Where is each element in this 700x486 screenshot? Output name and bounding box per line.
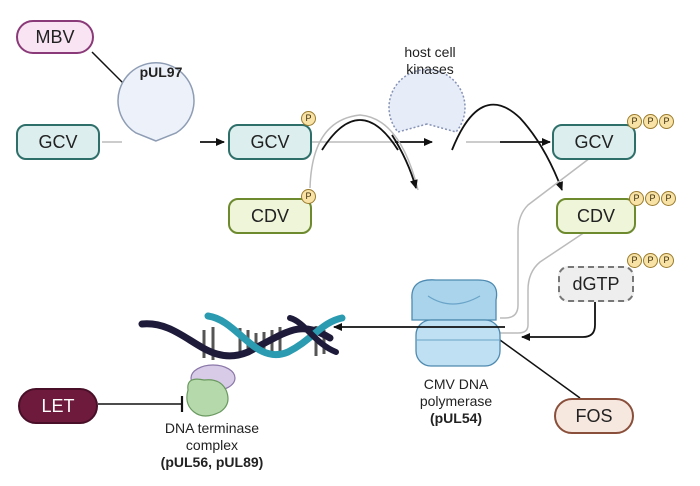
host-kinases-label: host cell kinases <box>380 44 480 78</box>
polymerase-line1: CMV DNA <box>423 376 489 392</box>
host-kinases-line2: kinases <box>406 61 454 77</box>
cdv-tri-phosphate-badge-2: P <box>645 191 660 206</box>
gcv-tri-label: GCV <box>574 131 614 152</box>
arrow-dgtp-to-polymerase <box>521 302 596 341</box>
dgtp-phosphate-badge-1: P <box>627 253 642 268</box>
polymerase-protein: (pUL54) <box>429 410 483 426</box>
line-cdv-tri-to-polymerase <box>500 231 586 334</box>
gcv-tri-phosphate-badge-3: P <box>659 114 674 129</box>
gcv-tri-phosphate-badge-2: P <box>643 114 658 129</box>
terminase-line1: DNA terminase <box>164 420 260 436</box>
polymerase-line2: polymerase <box>419 393 493 409</box>
dgtp-phosphate-badge-2: P <box>643 253 658 268</box>
dgtp-node: dGTP <box>558 266 634 302</box>
terminase-line2: complex <box>185 437 239 453</box>
terminase-protein: (pUL56, pUL89) <box>160 454 264 470</box>
arrow-cdv-down-kinases <box>391 134 418 189</box>
cdv-tri-phosphate-badge-3: P <box>661 191 676 206</box>
gcv-mono-node: GCV <box>228 124 312 160</box>
fos-node: FOS <box>554 398 634 434</box>
cdv-tri-phosphate-badge-1: P <box>629 191 644 206</box>
host-kinase-icon <box>388 68 466 133</box>
let-node: LET <box>18 388 98 424</box>
terminase-label: DNA terminase complex (pUL56, pUL89) <box>150 420 274 471</box>
gcv-start-label: GCV <box>38 131 78 152</box>
line-gcv-tri-to-polymerase <box>500 157 591 319</box>
dgtp-phosphate-badge-3: P <box>659 253 674 268</box>
cdv-tri-node: CDV <box>556 198 636 234</box>
gcv-mono-label: GCV <box>250 131 290 152</box>
cmv-dna-polymerase-icon <box>411 279 501 367</box>
curve-gcv-mono-phosphorylation <box>321 119 399 151</box>
dna-terminase-complex-icon <box>186 364 236 417</box>
cdv-mono-phosphate-badge: P <box>301 189 316 204</box>
polymerase-label: CMV DNA polymerase (pUL54) <box>408 376 504 427</box>
fos-label: FOS <box>575 405 613 426</box>
gcv-start-node: GCV <box>16 124 100 160</box>
let-label: LET <box>41 395 75 416</box>
gcv-mono-phosphate-badge: P <box>301 111 316 126</box>
dgtp-label: dGTP <box>572 273 620 294</box>
dna-helix-icon <box>138 312 346 360</box>
mbv-node: MBV <box>16 20 94 54</box>
cdv-mono-label: CDV <box>250 205 289 226</box>
fos-inhibition-line <box>499 339 581 399</box>
cdv-tri-label: CDV <box>576 205 615 226</box>
curve-to-gcv-tri <box>451 103 563 191</box>
pul97-label: pUL97 <box>139 64 183 80</box>
cdv-mono-node: CDV <box>228 198 312 234</box>
gcv-tri-node: GCV <box>552 124 636 160</box>
pul97-enzyme-icon <box>117 62 195 142</box>
mbv-label: MBV <box>35 26 75 47</box>
host-kinases-line1: host cell <box>404 44 456 60</box>
gcv-tri-phosphate-badge-1: P <box>627 114 642 129</box>
curve-cdv-mono-phosphorylation <box>309 114 419 191</box>
